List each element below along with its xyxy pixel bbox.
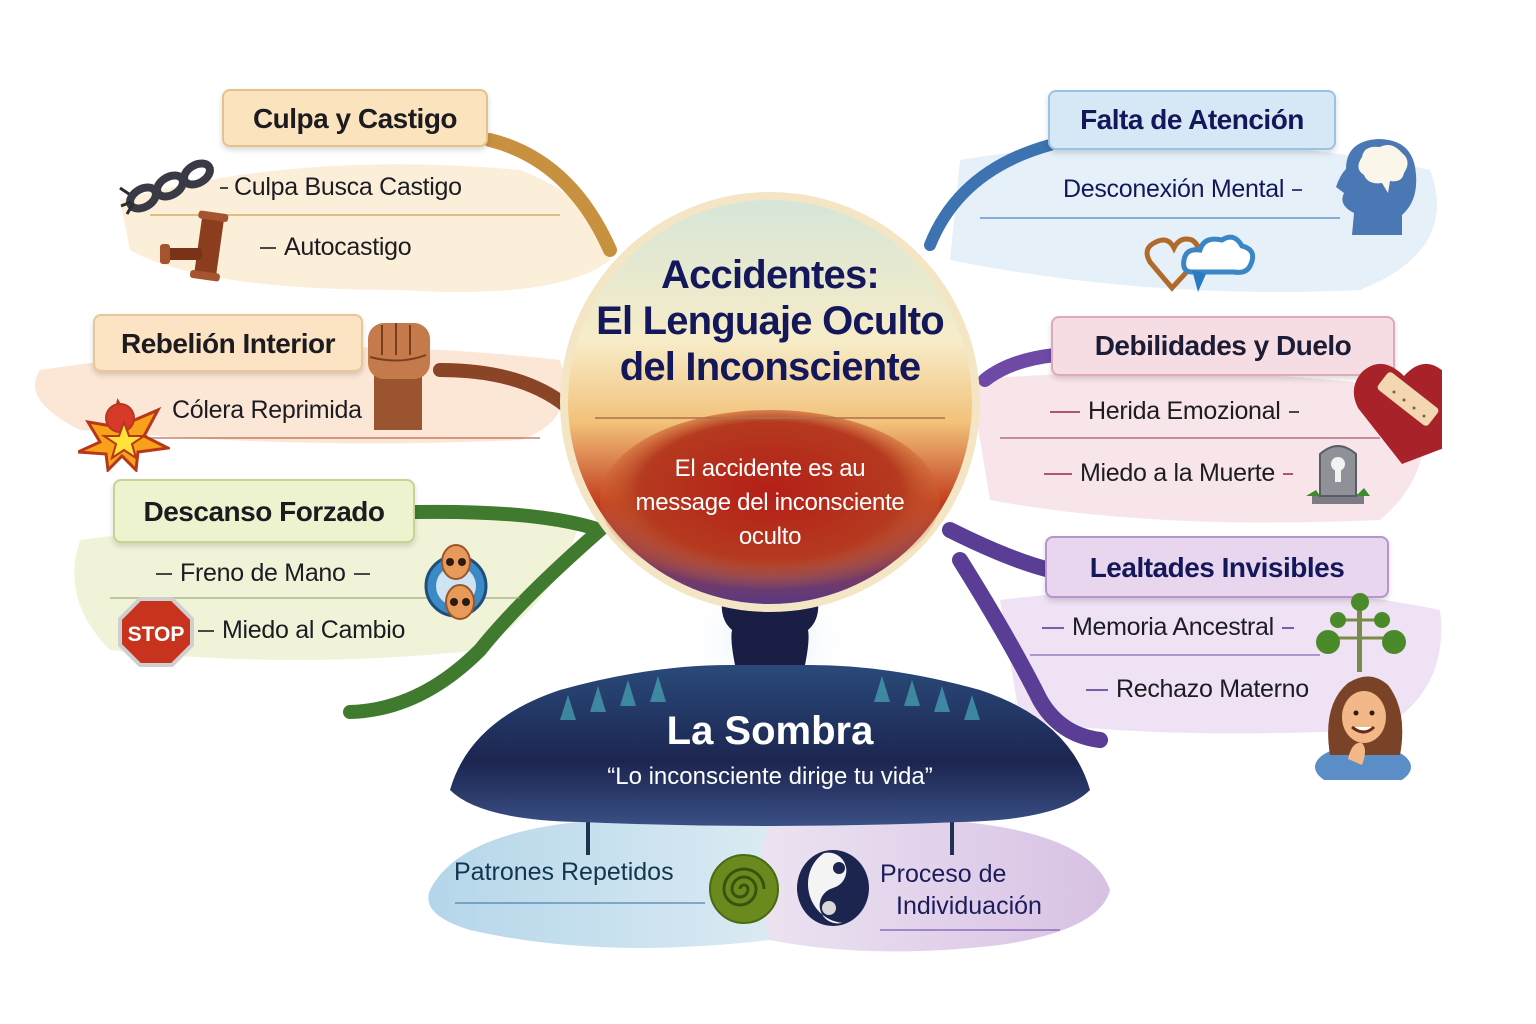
dash-connector <box>1292 189 1303 192</box>
woman-praying-icon <box>1308 665 1418 789</box>
explosion-star-icon <box>77 392 174 477</box>
subitem-label: Miedo al Cambio <box>222 616 406 644</box>
family-tree-icon <box>1312 592 1408 677</box>
branch-title-lealtades-invisibles: Lealtades Invisibles <box>1045 536 1389 598</box>
two-skulls-icon <box>420 540 500 635</box>
subitem-label: Autocastigo <box>284 233 412 261</box>
subitem-label: Miedo a la Muerte <box>1080 459 1275 487</box>
branch-title-culpa-y-castigo: Culpa y Castigo <box>222 89 488 147</box>
head-brain-icon <box>1332 135 1422 240</box>
central-title-line-1: Accidentes: <box>661 253 880 297</box>
dash-connector <box>1086 689 1108 692</box>
subitem-patrones-repetidos: Patrones Repetidos <box>448 858 674 887</box>
branch-title-text: Culpa y Castigo <box>252 103 458 134</box>
branch-title-falta-de-atencion: Falta de Atención <box>1048 90 1336 150</box>
gavel-icon <box>158 210 248 305</box>
raised-fist-icon <box>360 315 440 435</box>
subitem-label-line-1: Proceso de <box>880 860 1007 888</box>
dash-connector <box>156 573 172 576</box>
subitem-label: Freno de Mano <box>180 559 346 587</box>
central-message-line-1: El accidente es au <box>674 455 866 482</box>
dash-connector <box>1044 473 1072 476</box>
dash-connector <box>1281 627 1294 630</box>
central-title-line-2: El Lenguaje Oculto <box>596 299 945 343</box>
subitem-label: Rechazo Materno <box>1116 675 1309 703</box>
shadow-title: La Sombra <box>666 709 874 753</box>
branch-title-rebelion-interior: Rebelión Interior <box>93 314 363 372</box>
subitem-label: Memoria Ancestral <box>1072 613 1274 641</box>
branch-title-debilidades-y-duelo: Debilidades y Duelo <box>1051 316 1395 376</box>
subitem-desconexion-mental: Desconexión Mental <box>1063 174 1310 204</box>
heart-cloud-icon <box>1142 222 1262 302</box>
dash-connector <box>1042 627 1064 630</box>
branch-title-text: Rebelión Interior <box>121 328 335 359</box>
subitem-culpa-busca-castigo: Culpa Busca Castigo <box>220 172 462 202</box>
broken-chain-icon <box>115 158 225 223</box>
central-title-line-3: del Inconsciente <box>619 345 921 389</box>
subitem-label: Culpa Busca Castigo <box>234 173 462 201</box>
subitem-colera-reprimida: Cólera Reprimida <box>172 395 362 425</box>
branch-title-descanso-forzado: Descanso Forzado <box>113 479 415 543</box>
subitem-label: Herida Emozional <box>1088 397 1281 425</box>
subitem-freno-de-mano: Freno de Mano <box>148 558 378 588</box>
stop-sign-text: STOP <box>128 623 185 646</box>
dash-connector <box>353 573 370 576</box>
shadow-quote: “Lo inconsciente dirige tu vida” <box>607 763 933 790</box>
dash-connector <box>198 630 214 633</box>
yin-yang-icon <box>795 848 871 933</box>
central-message-line-3: oculto <box>738 523 802 550</box>
subitem-proceso-de-individuacion: Proceso de Individuación <box>880 858 1042 922</box>
dash-connector <box>220 187 228 190</box>
subitem-label: Desconexión Mental <box>1063 175 1285 203</box>
spiral-icon <box>708 853 780 930</box>
dash-connector <box>260 247 276 250</box>
central-message-line-2: message del inconsciente <box>635 489 905 516</box>
branch-title-text: Debilidades y Duelo <box>1094 330 1352 361</box>
subitem-label: Individuación <box>896 892 1042 920</box>
tombstone-icon <box>1302 440 1374 511</box>
subitem-label: Cólera Reprimida <box>172 396 362 424</box>
bandaged-heart-icon <box>1352 348 1444 473</box>
subitem-memoria-ancestral: Memoria Ancestral <box>1034 612 1302 642</box>
dash-connector <box>1288 411 1299 414</box>
central-message: El accidente es au message del inconscie… <box>610 452 930 554</box>
dash-connector <box>1283 473 1293 476</box>
subitem-autocastigo: Autocastigo <box>252 232 412 262</box>
subitem-rechazo-materno: Rechazo Materno <box>1078 674 1309 704</box>
subitem-miedo-a-la-muerte: Miedo a la Muerte <box>1036 458 1301 488</box>
central-title: Accidentes: El Lenguaje Oculto del Incon… <box>590 252 950 390</box>
branch-title-text: Falta de Atención <box>1080 104 1304 135</box>
stop-sign-icon: STOP <box>118 597 194 672</box>
branch-title-text: Descanso Forzado <box>143 496 385 527</box>
subitem-herida-emozional: Herida Emozional <box>1042 396 1307 426</box>
dash-connector <box>1050 411 1080 414</box>
subitem-label: Patrones Repetidos <box>454 858 674 886</box>
subitem-label-line-2: Individuación <box>880 890 1042 922</box>
branch-title-text: Lealtades Invisibles <box>1089 552 1345 583</box>
subitem-miedo-al-cambio: Miedo al Cambio <box>190 615 405 645</box>
